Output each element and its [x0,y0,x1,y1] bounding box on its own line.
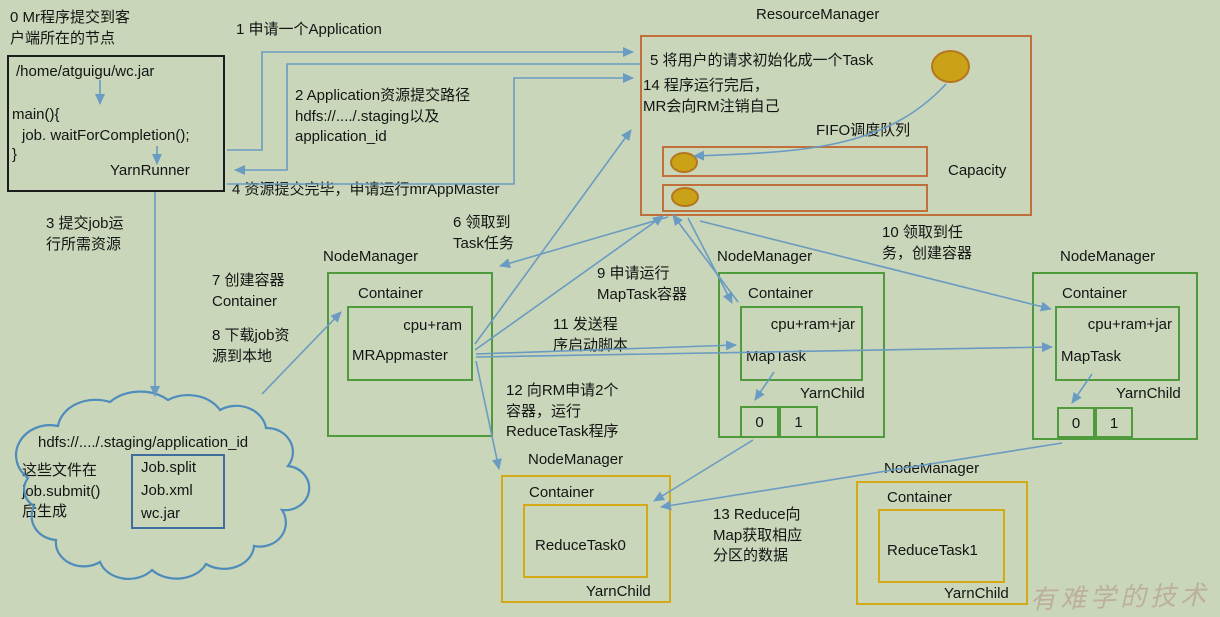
nm2-container-label: Container [748,285,814,302]
job-file-split: Job.split [141,459,197,476]
nm3-title: NodeManager [1060,248,1156,265]
hdfs-note: 这些文件在 job.submit() 后生成 [22,462,101,521]
nm3-container-label: Container [1062,285,1128,302]
job-file-jar: wc.jar [141,505,181,522]
nm3-container-box [1055,306,1180,381]
annotation-1: 1 申请一个Application [236,21,382,38]
nm4-title: NodeManager [528,451,624,468]
annotation-13: 13 Reduce向 Map获取相应 分区的数据 [713,506,803,565]
nm2-partition-0: 0 [740,406,779,438]
arrow-step6 [499,216,669,268]
nm5-title: NodeManager [884,460,980,477]
client-code-main: main(){ [12,106,60,123]
nm1-container-box [347,306,473,381]
nm2-title: NodeManager [717,248,813,265]
client-note: 0 Mr程序提交到客 户端所在的节点 [10,9,131,47]
nm4-yarnchild-label: YarnChild [586,583,651,600]
nm1-resources: cpu+ram [403,317,462,334]
nm1-title: NodeManager [323,248,419,265]
nm3-yarnchild-label: YarnChild [1116,385,1181,402]
annotation-6: 6 领取到 Task任务 [453,214,514,252]
nm4-process: ReduceTask0 [535,537,626,554]
rm-step5-text: 5 将用户的请求初始化成一个Task [650,52,874,69]
nm2-partition-1: 1 [779,406,818,438]
nm5-yarnchild-label: YarnChild [944,585,1009,602]
client-jar-path: /home/atguigu/wc.jar [16,63,155,80]
nm4-box [501,475,671,603]
annotation-7: 7 创建容器 Container [212,272,285,310]
nm2-process: MapTask [746,348,807,365]
nm5-container-label: Container [887,489,953,506]
nm3-partition-0: 0 [1057,407,1095,438]
annotation-12: 12 向RM申请2个 容器，运行 ReduceTask程序 [506,382,619,441]
annotation-8: 8 下载job资 源到本地 [212,327,290,365]
fifo-queue-label: FIFO调度队列 [816,122,911,139]
annotation-9: 9 申请运行 MapTask容器 [597,265,688,303]
nm2-resources: cpu+ram+jar [770,316,855,333]
watermark-text: 有难学的技术 [1029,580,1211,616]
resourcemanager-title: ResourceManager [756,6,880,23]
task-ellipse-queue1 [670,152,698,173]
client-code-brace: } [12,146,18,163]
yarnrunner-label: YarnRunner [110,162,190,179]
task-ellipse-queue2 [671,187,699,207]
nm4-container-label: Container [529,484,595,501]
nm5-container-box [878,509,1005,583]
fifo-queue-1 [662,146,928,177]
resourcemanager-box [640,35,1032,216]
nm1-container-label: Container [358,285,424,302]
annotation-2: 2 Application资源提交路径 hdfs://..../.staging… [295,87,471,146]
nm5-process: ReduceTask1 [887,542,978,559]
annotation-11: 11 发送程 序启动脚本 [553,316,629,354]
job-file-xml: Job.xml [141,482,193,499]
annotation-3: 3 提交job运 行所需资源 [46,215,124,253]
nm3-partition-1: 1 [1095,407,1133,438]
hdfs-staging-path: hdfs://..../.staging/application_id [38,434,249,451]
annotation-10: 10 领取到任 务，创建容器 [882,224,973,262]
nm3-process: MapTask [1061,348,1122,365]
nm3-resources: cpu+ram+jar [1087,316,1172,333]
nm1-process: MRAppmaster [352,347,448,364]
fifo-queue-2 [662,184,928,212]
capacity-label: Capacity [948,162,1007,179]
client-code-wait: job. waitForCompletion(); [22,127,190,144]
nm4-container-box [523,504,648,578]
annotation-4: 4 资源提交完毕，申请运行mrAppMaster [232,181,500,198]
rm-step14-text: 14 程序运行完后， MR会向RM注销自己 [643,77,780,115]
client-node-box [7,55,225,192]
task-ellipse-new [931,50,970,83]
nm2-yarnchild-label: YarnChild [800,385,865,402]
